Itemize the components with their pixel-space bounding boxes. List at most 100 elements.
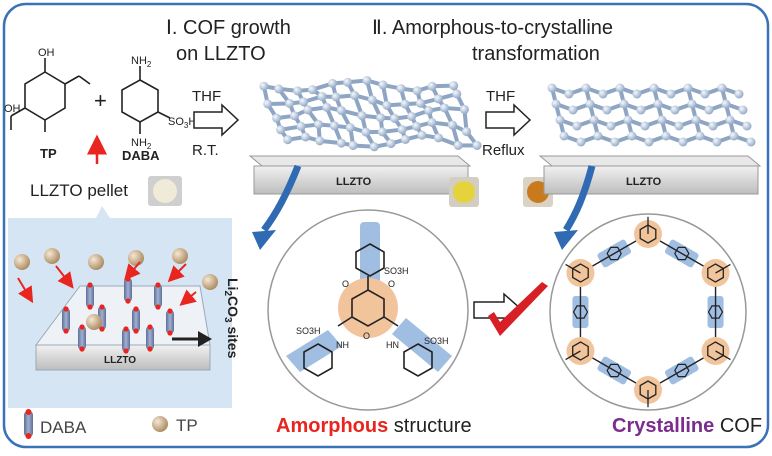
amorph-atom: [328, 79, 337, 88]
daba-rod-end: [63, 328, 68, 333]
cryst-atom: [577, 138, 586, 147]
cryst-atom: [590, 116, 599, 125]
amorph-so3h-left: SO3H: [296, 326, 321, 336]
cryst-atom: [692, 116, 701, 125]
panel-slab-label: LLZTO: [104, 355, 136, 366]
amorph-atom: [390, 114, 399, 123]
amorph-atom: [318, 92, 327, 101]
cryst-atom: [650, 84, 659, 93]
cryst-atom: [722, 100, 731, 109]
cryst-atom: [705, 106, 714, 115]
cryst-atom: [718, 84, 727, 93]
amorph-atom: [370, 142, 379, 151]
cryst-atom: [573, 122, 582, 131]
amorph-o-3: O: [388, 279, 395, 289]
cryst-atom: [569, 106, 578, 115]
cryst-atom: [667, 90, 676, 99]
cryst-atom: [560, 132, 569, 141]
cryst-atom: [743, 122, 752, 131]
amorph-atom: [272, 114, 281, 123]
amorph-atom: [460, 105, 469, 114]
cond2-temp: Reflux: [482, 142, 525, 159]
amorph-atom: [346, 123, 355, 132]
daba-rod-end: [125, 298, 130, 303]
cryst-atom: [688, 100, 697, 109]
amorph-atom: [428, 118, 437, 127]
cryst-atom: [658, 116, 667, 125]
legend-daba-symbol: [24, 409, 33, 439]
cryst-atom: [556, 116, 565, 125]
cryst-atom: [637, 106, 646, 115]
reaction-arrow-1[interactable]: [194, 105, 238, 135]
amorph-atom: [259, 82, 268, 91]
cond1-temp: R.T.: [192, 142, 219, 159]
reaction-arrow-2[interactable]: [486, 105, 530, 135]
cryst-atom: [611, 138, 620, 147]
amorph-so3h-right: SO3H: [424, 336, 449, 346]
amorph-atom: [361, 128, 370, 137]
cryst-atom: [662, 132, 671, 141]
cryst-atom: [709, 122, 718, 131]
cryst-atom: [671, 106, 680, 115]
daba-rod-end: [133, 328, 138, 333]
cryst-atom: [739, 106, 748, 115]
tp-label: TP: [40, 146, 57, 161]
amorph-atom: [386, 139, 395, 148]
legend-tp-symbol: [152, 416, 168, 432]
amorph-atom: [297, 122, 306, 131]
amorph-atom: [428, 82, 437, 91]
crystalline-slab: [540, 156, 760, 194]
cryst-atom: [645, 138, 654, 147]
amorph-atom: [362, 76, 371, 85]
cryst-atom: [726, 116, 735, 125]
stage2-title-line1: Ⅱ. Amorphous-to-crystalline: [372, 17, 613, 39]
curved-arrow-amorphous-head: [252, 230, 276, 250]
daba-rod-end: [79, 346, 84, 351]
amorph-atom: [448, 121, 457, 130]
daba-rod: [86, 284, 94, 308]
amorph-atom: [299, 97, 308, 106]
amorph-hn-right: HN: [386, 340, 399, 350]
amorph-nh-left: NH: [336, 340, 349, 350]
cryst-atom: [679, 138, 688, 147]
amorph-atom: [350, 91, 359, 100]
amorph-atom: [330, 121, 339, 130]
amorph-o-2: O: [363, 331, 370, 341]
amorph-atom: [322, 103, 331, 112]
daba-rod-end: [99, 304, 104, 309]
cryst-atom: [582, 84, 591, 93]
daba-rod-end: [87, 282, 92, 287]
amorph-atom: [349, 141, 358, 150]
tp-oh-top: OH: [38, 47, 55, 59]
daba-rod-end: [167, 308, 172, 313]
cryst-atom: [616, 84, 625, 93]
daba-rod-end: [123, 326, 128, 331]
daba-rod: [166, 310, 174, 334]
crystalline-network: [548, 84, 756, 147]
daba-rod: [78, 326, 86, 350]
daba-rod-end: [63, 306, 68, 311]
cryst-atom: [594, 132, 603, 141]
amorph-atom: [358, 111, 367, 120]
amorph-atom: [440, 103, 449, 112]
cryst-atom: [735, 90, 744, 99]
tp-oh-left: OH: [4, 103, 21, 115]
amorph-atom: [368, 95, 377, 104]
daba-rod-end: [147, 346, 152, 351]
cryst-atom: [713, 138, 722, 147]
amorph-atom: [413, 86, 422, 95]
amorph-atom: [337, 106, 346, 115]
cryst-atom: [633, 90, 642, 99]
cryst-atom: [641, 122, 650, 131]
tp-ball: [128, 250, 144, 266]
panel-pointer: [96, 206, 110, 218]
legend-tp-label: TP: [176, 416, 198, 435]
amorph-atom: [397, 84, 406, 93]
daba-so3h: SO3H: [168, 116, 196, 130]
amorph-atom: [308, 85, 317, 94]
cryst-atom: [747, 138, 756, 147]
daba-rod-end: [99, 326, 104, 331]
daba-rod-end: [155, 304, 160, 309]
pellet-label: LLZTO pellet: [30, 181, 128, 200]
amorph-so3h-top: SO3H: [384, 266, 409, 276]
